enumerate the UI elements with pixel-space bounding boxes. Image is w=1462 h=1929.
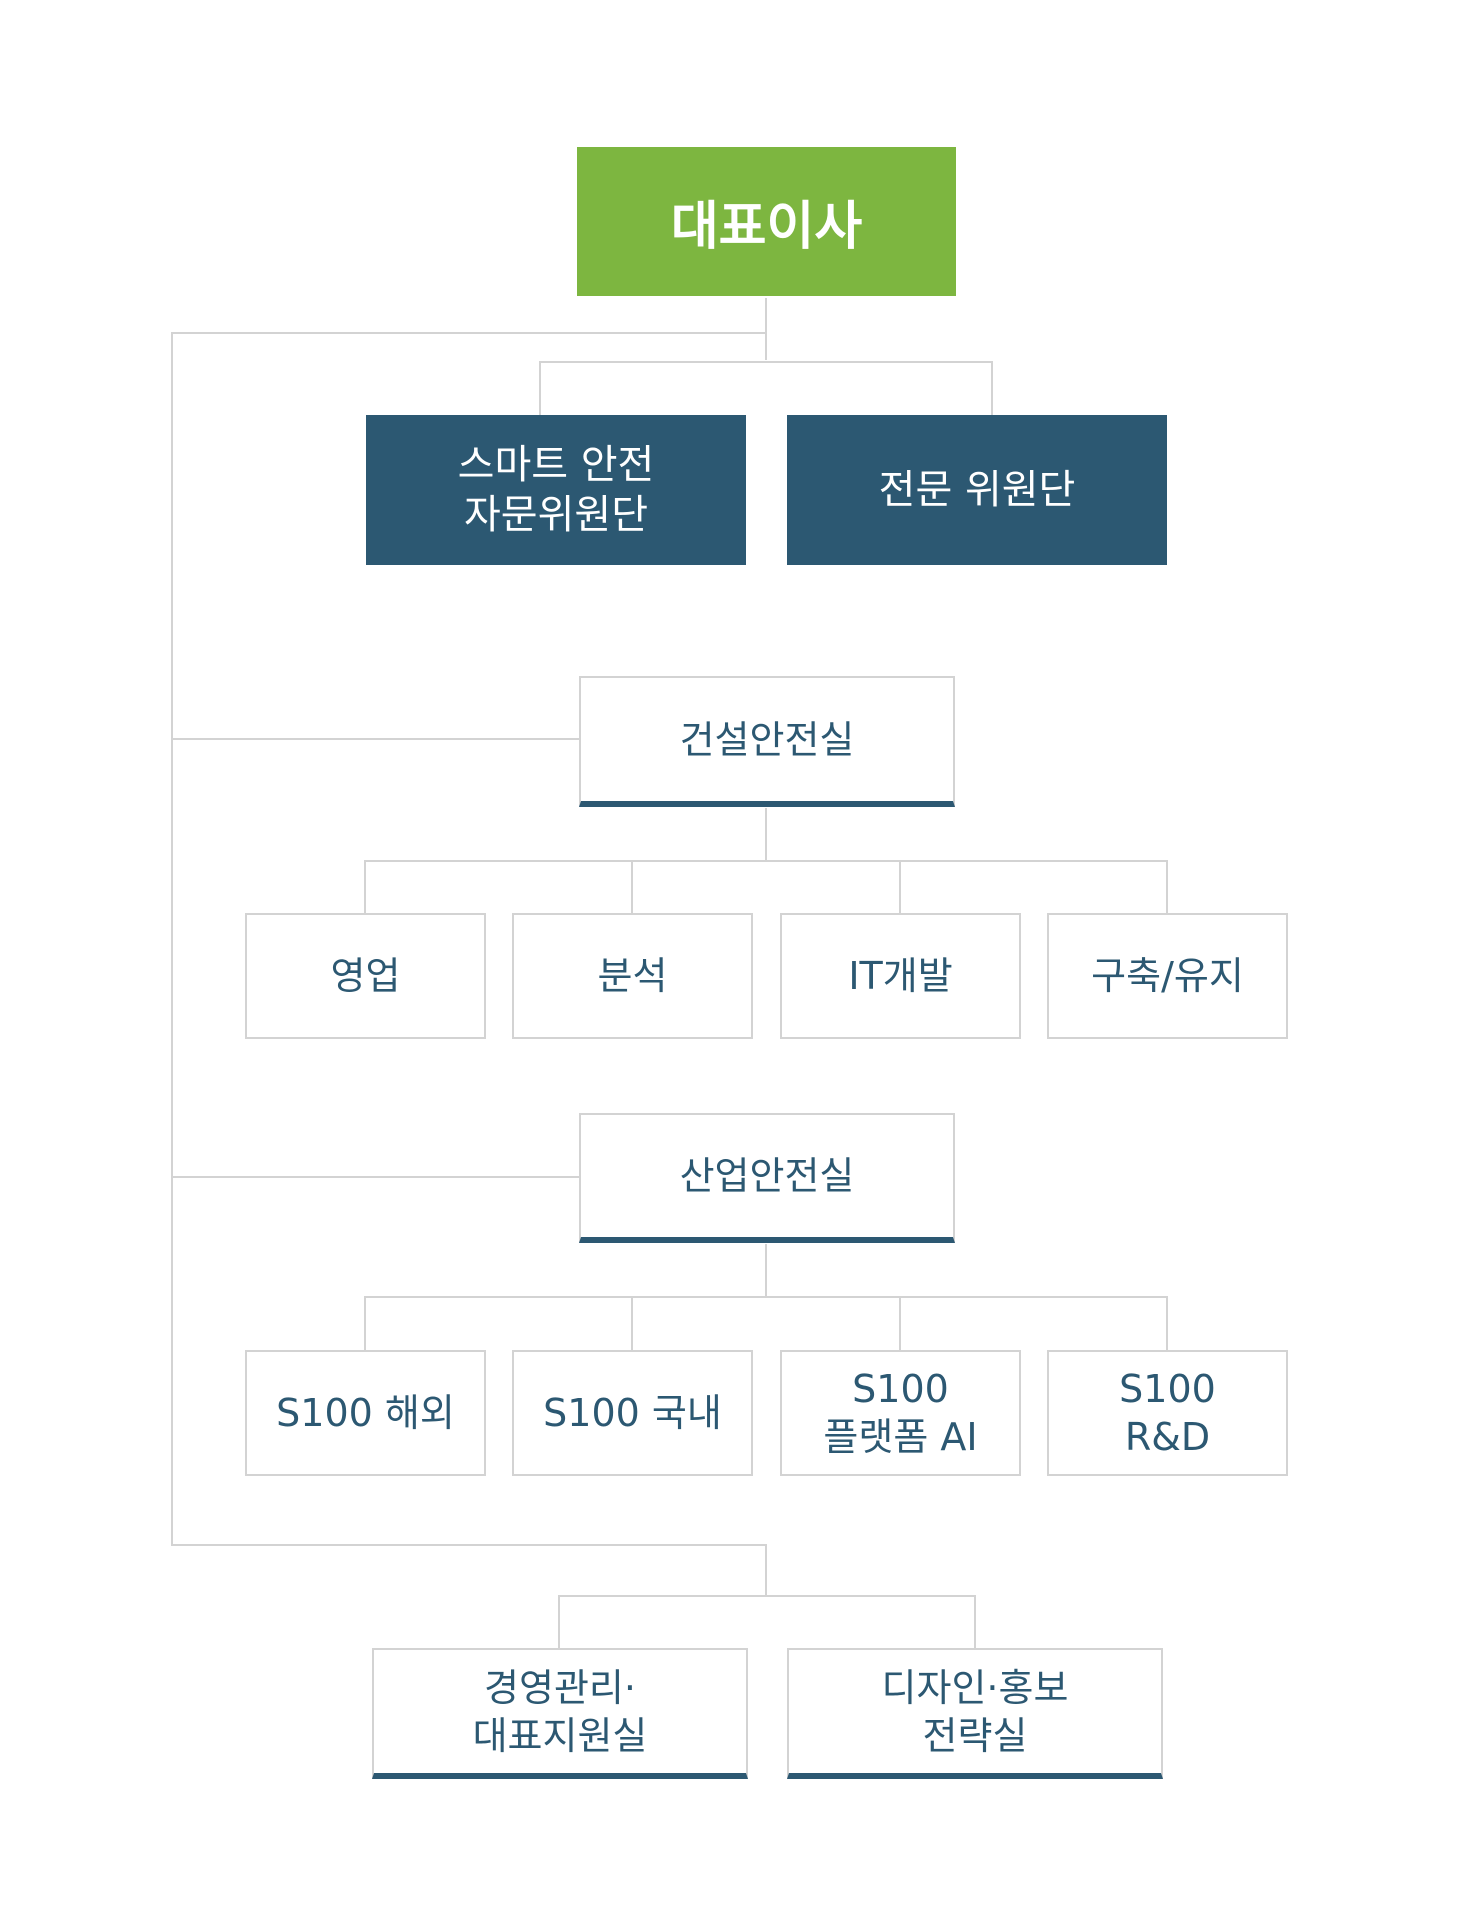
- team-sales-label: 영업: [330, 954, 401, 998]
- design-pr-strategy-box: 디자인·홍보 전략실: [787, 1648, 1163, 1779]
- ceo-box: 대표이사: [577, 147, 956, 296]
- team-s100-rnd-box: S100 R&D: [1047, 1350, 1288, 1476]
- smart-safety-advisory-box: 스마트 안전 자문위원단: [366, 415, 746, 565]
- team-s100-domestic-label: S100 국내: [543, 1391, 722, 1435]
- smart-safety-advisory-label: 스마트 안전 자문위원단: [457, 442, 655, 538]
- team-s100-domestic-box: S100 국내: [512, 1350, 753, 1476]
- team-it-dev-label: IT개발: [848, 954, 953, 998]
- team-it-dev-box: IT개발: [780, 913, 1021, 1039]
- team-s100-platform-ai-label: S100 플랫폼 AI: [823, 1367, 978, 1459]
- team-analysis-label: 분석: [597, 954, 668, 998]
- team-build-maintain-box: 구축/유지: [1047, 913, 1288, 1039]
- management-support-box: 경영관리· 대표지원실: [372, 1648, 748, 1779]
- team-s100-overseas-label: S100 해외: [276, 1391, 455, 1435]
- team-s100-overseas-box: S100 해외: [245, 1350, 486, 1476]
- construction-safety-label: 건설안전실: [679, 717, 855, 762]
- connector-advisory: [539, 361, 993, 415]
- expert-committee-label: 전문 위원단: [878, 467, 1076, 513]
- expert-committee-box: 전문 위원단: [787, 415, 1167, 565]
- industrial-safety-label: 산업안전실: [679, 1154, 855, 1198]
- team-s100-platform-ai-box: S100 플랫폼 AI: [780, 1350, 1021, 1476]
- team-analysis-box: 분석: [512, 913, 753, 1039]
- connector-support: [558, 1595, 976, 1648]
- design-pr-strategy-label: 디자인·홍보 전략실: [881, 1665, 1069, 1758]
- connector-construction-teams: [364, 808, 1168, 913]
- connector-industrial-teams: [364, 1244, 1168, 1350]
- connector-left-spine: [171, 332, 767, 1595]
- ceo-label: 대표이사: [670, 197, 863, 257]
- industrial-safety-box: 산업안전실: [579, 1113, 955, 1243]
- team-sales-box: 영업: [245, 913, 486, 1039]
- management-support-label: 경영관리· 대표지원실: [472, 1665, 648, 1758]
- team-build-maintain-label: 구축/유지: [1091, 954, 1244, 998]
- team-s100-rnd-label: S100 R&D: [1119, 1367, 1216, 1459]
- construction-safety-box: 건설안전실: [579, 676, 955, 807]
